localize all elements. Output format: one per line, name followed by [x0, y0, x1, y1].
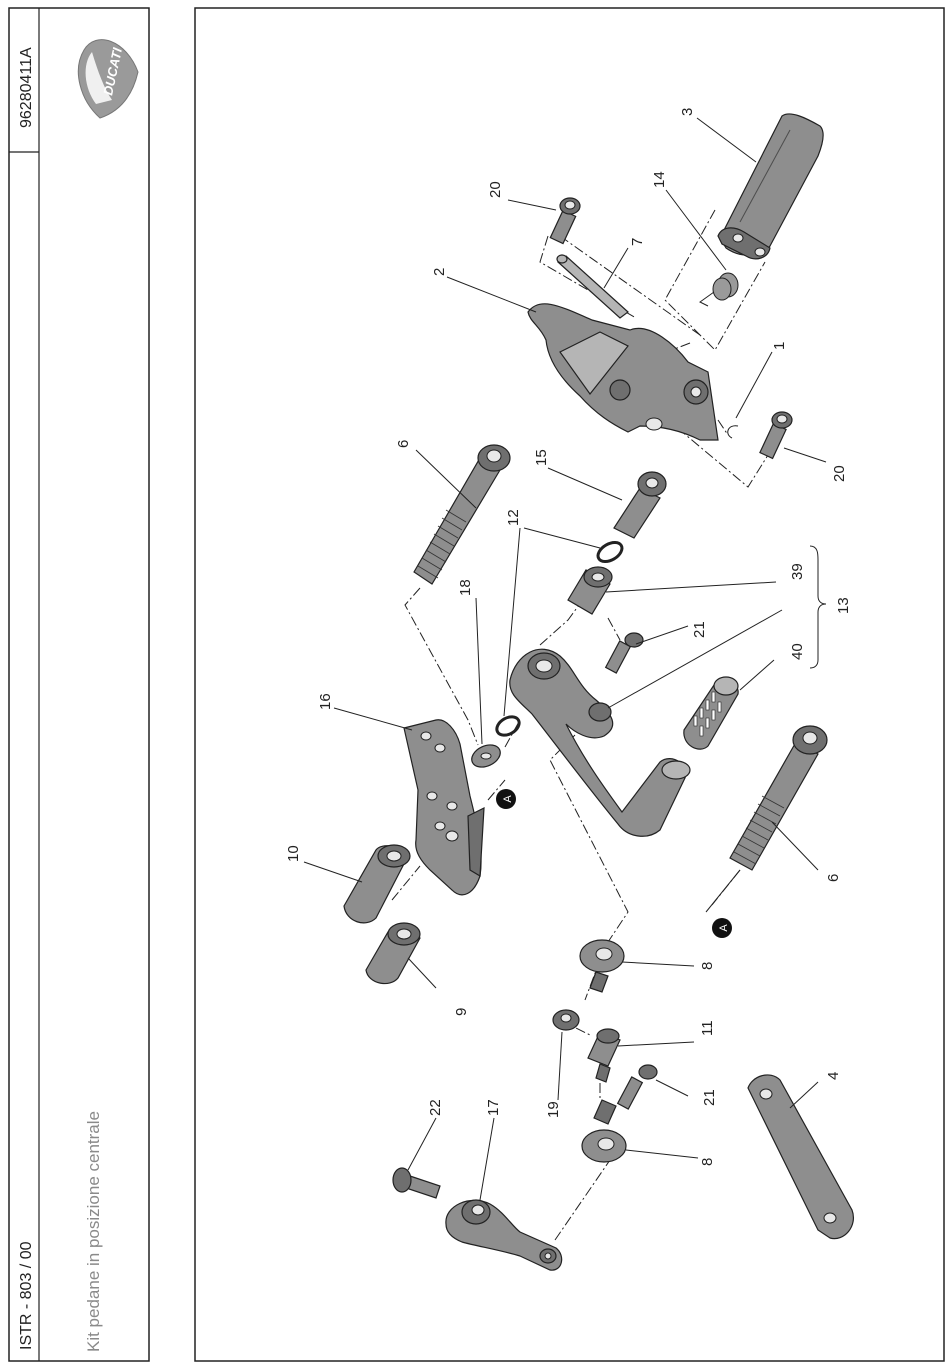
part-8-rod-end-upper — [580, 940, 624, 992]
brace-13 — [810, 546, 826, 668]
marker-a-left: A — [496, 789, 516, 809]
marker-a-right: A — [712, 918, 732, 938]
ducati-logo: DUCATI — [78, 40, 138, 118]
part-number: 96280411A — [18, 47, 35, 128]
leader-lines — [304, 118, 826, 1200]
callout-4: 4 — [825, 1072, 842, 1080]
part-21-bolt-upper — [606, 633, 643, 673]
callout-18: 18 — [457, 579, 474, 596]
callout-1: 1 — [771, 342, 788, 350]
part-17-shift-arm — [446, 1200, 562, 1270]
part-6-long-bolt-lower — [730, 726, 827, 870]
part-2-bracket — [528, 304, 718, 440]
svg-text:A: A — [502, 795, 514, 803]
part-18-washer — [468, 741, 504, 772]
part-6-long-bolt-upper — [414, 445, 510, 584]
part-12-washer-lower — [494, 713, 523, 739]
callout-3: 3 — [679, 108, 696, 116]
callout-21-lower: 21 — [701, 1089, 718, 1106]
callout-19: 19 — [545, 1101, 562, 1118]
callout-11: 11 — [699, 1020, 716, 1036]
title-block: 96280411A ISTR - 803 / 00 Kit pedane in … — [9, 8, 149, 1361]
part-8-rod-end-lower — [582, 1100, 626, 1162]
part-7-pin — [557, 255, 628, 318]
callout-8-lower: 8 — [699, 1158, 716, 1166]
document-title: Kit pedane in posizione centrale — [84, 1111, 103, 1352]
callout-20-lower: 20 — [831, 465, 848, 482]
part-10-spacer — [344, 845, 410, 923]
callout-39: 39 — [789, 563, 806, 580]
callout-17: 17 — [485, 1099, 502, 1116]
part-11-threaded-rod — [588, 1029, 620, 1082]
callout-2: 2 — [431, 268, 448, 276]
callout-7: 7 — [629, 238, 646, 246]
part-12-washer-upper — [595, 539, 626, 566]
callout-6-upper: 6 — [395, 440, 412, 448]
callout-13: 13 — [835, 597, 852, 614]
part-20-bolt-lower — [760, 412, 792, 458]
part-15-shoulder-bolt — [614, 472, 666, 538]
part-3-footpeg — [718, 114, 823, 259]
callout-12: 12 — [505, 509, 522, 526]
callout-16: 16 — [317, 693, 334, 710]
callout-22: 22 — [427, 1099, 444, 1116]
part-40-rubber-peg — [684, 677, 738, 749]
callout-14: 14 — [651, 171, 668, 188]
callout-6-lower: 6 — [825, 874, 842, 882]
part-9-spacer — [366, 923, 420, 984]
part-1-circlip — [728, 426, 738, 438]
callout-15: 15 — [533, 449, 550, 466]
part-16-plate — [404, 720, 484, 895]
callout-20-upper: 20 — [487, 181, 504, 198]
part-21-bolt-lower — [618, 1065, 657, 1109]
callout-21-upper: 21 — [691, 621, 708, 638]
part-39-bushing — [568, 567, 612, 614]
part-19-nut — [553, 1010, 579, 1030]
callout-10: 10 — [285, 845, 302, 862]
svg-text:A: A — [718, 924, 730, 932]
part-4-link-plate — [748, 1075, 853, 1239]
callout-40: 40 — [789, 643, 806, 660]
callout-8-upper: 8 — [699, 962, 716, 970]
document-code: ISTR - 803 / 00 — [18, 1241, 35, 1350]
part-14-spring — [700, 273, 738, 306]
callout-9: 9 — [453, 1008, 470, 1016]
part-22-bolt — [393, 1168, 440, 1198]
part-20-bolt-upper — [550, 198, 580, 244]
